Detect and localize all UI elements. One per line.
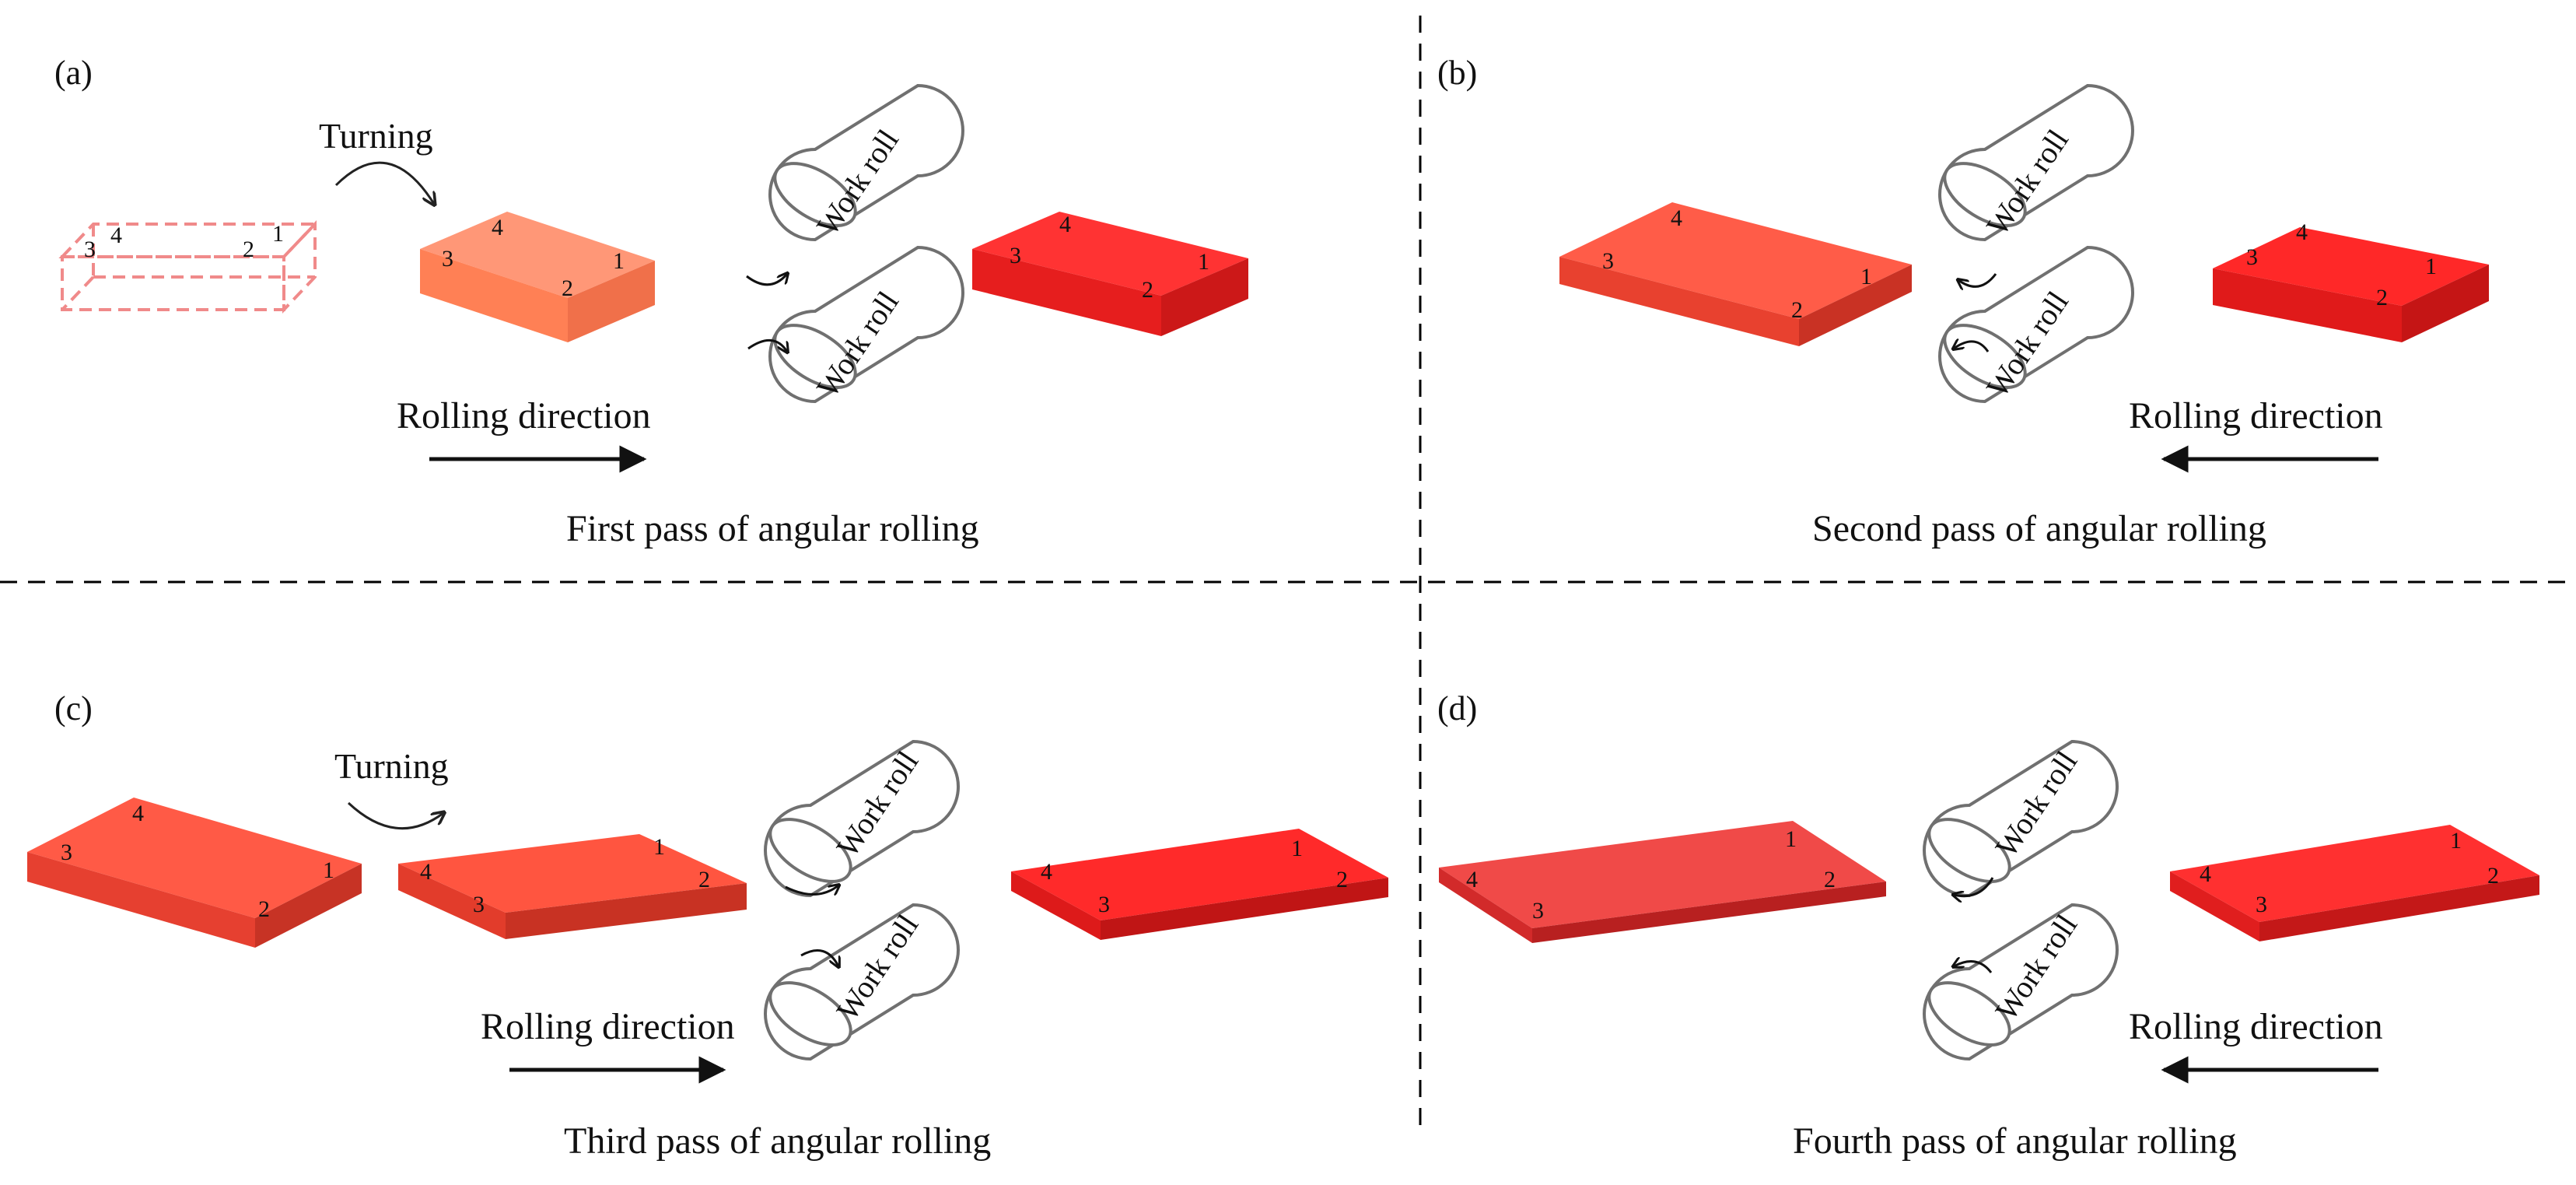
corner-label-3: 3 [1098, 892, 1110, 917]
corner-label-1: 1 [1198, 249, 1209, 275]
panel-c-letter: (c) [54, 689, 93, 727]
corner-label-2: 2 [1824, 867, 1836, 892]
red-block-rolled [1011, 829, 1388, 940]
coral-block-small [398, 834, 747, 939]
corner-label-1: 1 [272, 221, 284, 247]
rotation-arrow [800, 949, 838, 966]
work-roll-lower: Work roll [747, 245, 964, 404]
corner-label-4: 4 [110, 223, 122, 248]
corner-label-3: 3 [473, 892, 485, 917]
panel-b: (b) 4 3 2 1 Work roll Work roll 4 3 [1437, 54, 2489, 549]
panel-b-letter: (b) [1437, 54, 1477, 92]
red-block-wide [1439, 821, 1886, 943]
work-roll-lower: Work roll [1923, 903, 2119, 1061]
rotation-arrow [1954, 877, 1994, 896]
corner-label-1: 1 [613, 248, 625, 274]
corner-label-4: 4 [1041, 859, 1052, 885]
corner-label-3: 3 [2246, 244, 2258, 270]
corner-label-4: 4 [2296, 219, 2308, 245]
corner-label-2: 2 [243, 237, 254, 262]
corner-label-2: 2 [258, 896, 270, 922]
corner-label-4: 4 [420, 859, 432, 885]
corner-label-1: 1 [2450, 828, 2462, 854]
corner-label-3: 3 [1602, 248, 1614, 274]
corner-label-2: 2 [1336, 867, 1348, 892]
rolling-direction-label: Rolling direction [481, 1006, 735, 1047]
work-roll-upper: Work roll [764, 739, 960, 898]
corner-label-4: 4 [1466, 867, 1478, 892]
coral-block-large [1559, 202, 1912, 346]
turning-label: Turning [319, 116, 433, 156]
corner-label-1: 1 [323, 857, 334, 883]
rotation-arrow [1954, 342, 1990, 352]
turning-label: Turning [334, 746, 449, 786]
corner-label-3: 3 [442, 246, 453, 272]
corner-label-3: 3 [1010, 243, 1021, 268]
panel-caption: First pass of angular rolling [566, 508, 979, 549]
rotation-arrow [1958, 273, 1997, 286]
corner-label-4: 4 [2200, 861, 2211, 887]
rolling-direction-label: Rolling direction [2129, 395, 2383, 436]
corner-label-4: 4 [492, 215, 503, 240]
corner-label-4: 4 [1059, 212, 1071, 237]
panel-c: (c) 4 3 2 1 Turning 4 3 2 1 Work roll [27, 689, 1388, 1162]
panel-a-letter: (a) [54, 54, 93, 92]
panel-a: (a) 4 3 2 1 Turning 4 3 2 1 [54, 54, 1248, 549]
corner-label-3: 3 [61, 840, 72, 865]
work-roll-lower: Work roll [1938, 245, 2134, 404]
corner-label-1: 1 [1785, 826, 1797, 852]
coral-block-large [27, 798, 362, 948]
rotation-arrow [785, 885, 838, 895]
red-block-rolled [2213, 227, 2489, 342]
red-block-rolled [972, 212, 1248, 336]
rotation-arrow [746, 274, 787, 286]
corner-label-2: 2 [2487, 863, 2499, 889]
work-roll-upper: Work roll [746, 83, 964, 286]
corner-label-3: 3 [84, 237, 96, 262]
peach-block [420, 212, 655, 342]
corner-label-1: 1 [1860, 264, 1872, 289]
corner-label-4: 4 [1671, 205, 1682, 231]
panel-d: (d) 4 3 2 1 Work roll Work roll 4 3 [1437, 689, 2539, 1162]
work-roll-lower: Work roll [764, 903, 960, 1061]
panel-d-letter: (d) [1437, 689, 1477, 727]
work-roll-upper: Work roll [1923, 739, 2119, 896]
corner-label-1: 1 [653, 834, 665, 860]
corner-label-2: 2 [2376, 285, 2388, 310]
corner-label-3: 3 [2256, 892, 2267, 917]
corner-label-4: 4 [132, 801, 144, 826]
corner-label-2: 2 [1791, 297, 1803, 323]
ghost-block [58, 220, 319, 314]
corner-label-2: 2 [698, 867, 710, 892]
corner-label-2: 2 [562, 275, 573, 301]
corner-label-1: 1 [2425, 254, 2437, 279]
rotation-arrow [1954, 962, 1993, 973]
corner-label-1: 1 [1291, 836, 1303, 861]
corner-label-2: 2 [1142, 277, 1153, 303]
red-block-rolled [2170, 825, 2539, 941]
rolling-direction-label: Rolling direction [2129, 1006, 2383, 1047]
corner-label-3: 3 [1532, 898, 1544, 924]
turning-arrow [334, 161, 434, 204]
panel-caption: Third pass of angular rolling [564, 1120, 991, 1162]
panel-caption: Fourth pass of angular rolling [1793, 1120, 2237, 1162]
turning-arrow [347, 801, 443, 830]
rolling-direction-label: Rolling direction [397, 395, 651, 436]
rotation-arrow [747, 338, 787, 352]
panel-caption: Second pass of angular rolling [1812, 508, 2266, 549]
